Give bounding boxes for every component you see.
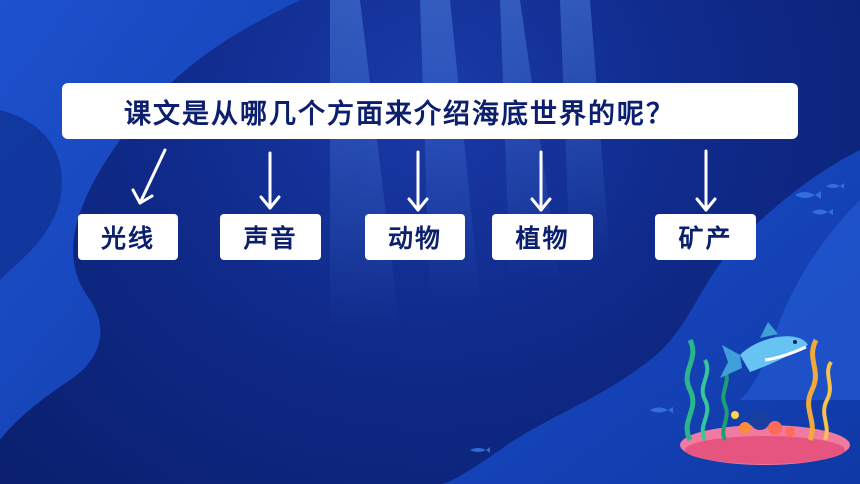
fish-silhouettes xyxy=(470,183,844,453)
topic-box-animals: 动物 xyxy=(365,214,465,260)
topic-box-sound: 声音 xyxy=(220,214,321,260)
topic-box-light: 光线 xyxy=(78,214,178,260)
left-wave-shape-dark xyxy=(0,110,62,280)
coral-reef-illustration xyxy=(680,322,850,465)
topic-label-plants: 植物 xyxy=(515,224,570,253)
topic-label-minerals: 矿产 xyxy=(678,224,733,253)
topic-label-animals: 动物 xyxy=(387,224,442,253)
topic-box-minerals: 矿产 xyxy=(655,214,756,260)
question-text: 课文是从哪几个方面来介绍海底世界的呢？ xyxy=(124,98,675,130)
light-rays xyxy=(330,0,610,330)
question-box: 课文是从哪几个方面来介绍海底世界的呢？ xyxy=(62,83,798,139)
topic-label-light: 光线 xyxy=(100,224,155,253)
topic-box-plants: 植物 xyxy=(492,214,593,260)
topic-label-sound: 声音 xyxy=(243,224,298,253)
